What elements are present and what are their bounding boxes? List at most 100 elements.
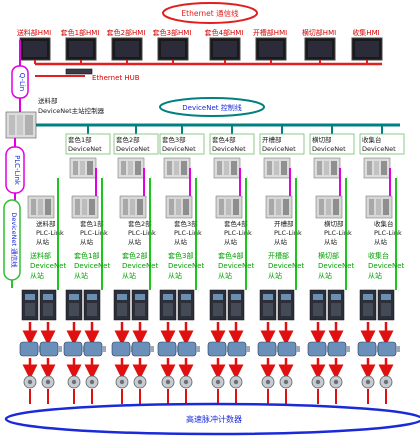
motor-shaft [296, 346, 300, 352]
inverter-panel [231, 303, 241, 316]
ethernet-hub: Ethernet HUB [65, 68, 140, 82]
drive-name: 开槽部 [268, 251, 289, 260]
drive-net: DeviceNet [122, 262, 158, 270]
encoder-hub [315, 379, 321, 385]
hmi-panel: 套色3部HMI [153, 28, 191, 64]
servo-motor [307, 341, 330, 357]
servo-motor [277, 341, 300, 357]
encoder-hub [27, 379, 33, 385]
hmi-screen-inner [69, 41, 93, 57]
inverter-display [87, 294, 97, 300]
inverter-panel [331, 303, 341, 316]
unit-name: 套色1部 [68, 135, 92, 144]
hmi-label: 送料部HMI [17, 28, 51, 37]
servo-motor [257, 341, 280, 357]
encoder-hub [119, 379, 125, 385]
drive-role: 从站 [268, 271, 282, 280]
motor-body [277, 341, 297, 357]
unit-net: DeviceNet [212, 145, 246, 153]
io-module-slot [135, 161, 141, 175]
plc-block-name: 套色1部 [80, 219, 104, 228]
unit-label-box [309, 133, 355, 155]
drive-role: 从站 [74, 271, 88, 280]
servo-motor [207, 341, 230, 357]
encoder [67, 375, 81, 389]
unit-net: DeviceNet [162, 145, 196, 153]
plc-block-role: 从站 [36, 237, 50, 246]
encoder-hub [233, 379, 239, 385]
plc-block-name: 收集台 [374, 219, 394, 228]
io-module-slot [381, 161, 387, 175]
plc-block-name: 套色2部 [128, 219, 152, 228]
inverter-display [117, 294, 127, 300]
servo-motor [39, 341, 62, 357]
hmi-screen-inner [115, 41, 139, 57]
plc-block-link: PLC-Link [274, 229, 302, 237]
unit-label-box [209, 133, 255, 155]
drive-role: 从站 [168, 271, 182, 280]
plc-slot [369, 199, 374, 215]
io-module-slot [174, 161, 179, 175]
unit-name: 套色3部 [162, 135, 186, 144]
io-module-slot [128, 161, 133, 175]
plc-block-role: 从站 [80, 237, 94, 246]
plc-slot [176, 199, 181, 215]
inverter-display [43, 294, 53, 300]
plc-slot [326, 199, 331, 215]
plc-slot [269, 199, 274, 215]
inverter-display [331, 294, 341, 300]
encoder-bus-label: 高速脉冲计数器 [186, 414, 242, 424]
motor-shaft [58, 346, 62, 352]
encoder-hub [215, 379, 221, 385]
motor-body [83, 341, 103, 357]
plc-block-link: PLC-Link [174, 229, 202, 237]
inverter-panel [381, 303, 391, 316]
devicenet-side-label: DeviceNet 通信线 [10, 212, 19, 268]
hmi-screen-inner [213, 41, 237, 57]
plc-block-name: 横切部 [324, 219, 344, 228]
drive-net: DeviceNet [268, 262, 304, 270]
encoder-hub [45, 379, 51, 385]
hmi-label: 套色1部HMI [61, 28, 100, 37]
inverter [277, 289, 295, 321]
encoder-hub [183, 379, 189, 385]
motor-body [19, 341, 39, 357]
inverter [65, 289, 83, 321]
encoder-hub [137, 379, 143, 385]
servo-motor [157, 341, 180, 357]
motor-body [63, 341, 83, 357]
encoder [379, 375, 393, 389]
motor-shaft [150, 346, 154, 352]
motor-body [111, 341, 131, 357]
drive-net: DeviceNet [74, 262, 110, 270]
inverter-display [231, 294, 241, 300]
ethernet-bus-label: Ethernet 通信线 [162, 2, 258, 24]
encoder [329, 375, 343, 389]
plc-slot [130, 199, 135, 215]
devicenet-master-controller: 送料部 DeviceNet主站控制器 [5, 96, 105, 139]
hmi-label: 收集HMI [352, 28, 379, 37]
unit-name: 开槽部 [262, 135, 282, 144]
ethernet-hub-label: Ethernet HUB [92, 74, 140, 82]
plc-block-role: 从站 [274, 237, 288, 246]
motor-shaft [196, 346, 200, 352]
inverter-panel [213, 303, 223, 316]
encoder-hub [265, 379, 271, 385]
motor-shaft [246, 346, 250, 352]
hmi-screen-inner [259, 41, 283, 57]
plc-block-link: PLC-Link [374, 229, 402, 237]
io-module-slot [73, 161, 78, 175]
servo-motor [327, 341, 350, 357]
drive-role: 从站 [122, 271, 136, 280]
io-module-slot [267, 161, 272, 175]
io-module-slot [121, 161, 126, 175]
motor-body [257, 341, 277, 357]
inverter [131, 289, 149, 321]
drive-name: 套色4部 [218, 251, 243, 260]
plc-slot [219, 199, 224, 215]
hmi-panel: 套色1部HMI [61, 28, 100, 64]
hmi-label: 横切部HMI [302, 28, 336, 37]
ethernet-bus-label-text: Ethernet 通信线 [181, 8, 239, 18]
